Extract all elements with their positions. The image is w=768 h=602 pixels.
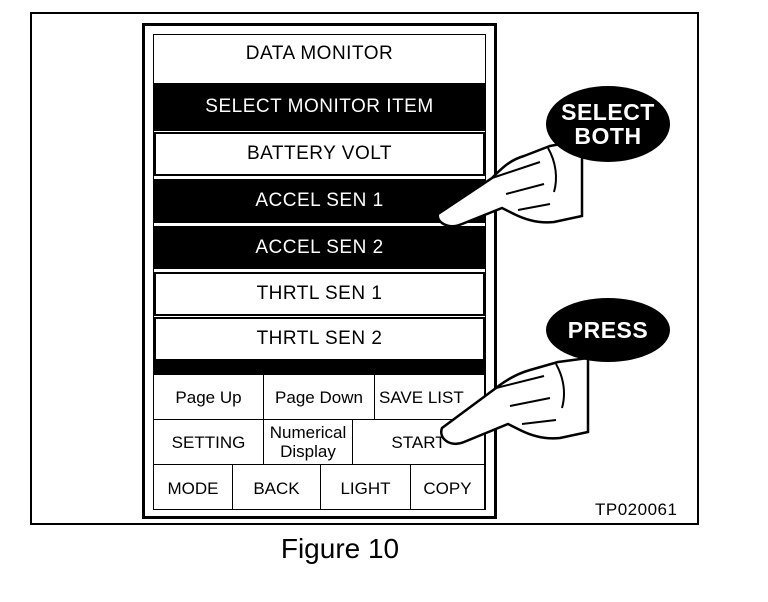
select-callout-line2: BOTH <box>574 123 642 149</box>
select-monitor-item-header: SELECT MONITOR ITEM <box>154 83 485 131</box>
monitor-item-accel-sen-1[interactable]: ACCEL SEN 1 <box>154 179 485 223</box>
monitor-item-accel-sen-2[interactable]: ACCEL SEN 2 <box>154 225 485 269</box>
back-button[interactable]: BACK <box>233 465 321 509</box>
screen-title: DATA MONITOR <box>245 43 394 64</box>
select-both-callout: SELECT BOTH <box>546 86 670 162</box>
figure-frame <box>30 12 699 525</box>
copy-button[interactable]: COPY <box>411 465 485 509</box>
select-callout-line1: SELECT <box>561 99 655 125</box>
numerical-display-label-1: Numerical <box>269 423 347 442</box>
light-button[interactable]: LIGHT <box>321 465 411 509</box>
setting-button[interactable]: SETTING <box>154 420 264 465</box>
screen-inner: DATA MONITOR SELECT MONITOR ITEM BATTERY… <box>153 34 486 510</box>
monitor-item-battery-volt[interactable]: BATTERY VOLT <box>154 132 485 176</box>
pointing-hand-icon <box>436 138 584 228</box>
monitor-item-thrtl-sen-2[interactable]: THRTL SEN 2 <box>154 317 485 361</box>
page-up-button[interactable]: Page Up <box>154 375 264 420</box>
mode-button[interactable]: MODE <box>154 465 233 509</box>
button-grid: Page Up Page Down SAVE LIST SETTING Nume… <box>154 373 485 509</box>
numerical-display-button[interactable]: Numerical Display <box>264 420 353 465</box>
consult-screen: DATA MONITOR SELECT MONITOR ITEM BATTERY… <box>142 23 497 519</box>
list-bottom-bar <box>154 361 485 373</box>
figure-code: TP020061 <box>595 500 678 519</box>
numerical-display-label-2: Display <box>280 442 336 461</box>
monitor-item-thrtl-sen-1[interactable]: THRTL SEN 1 <box>154 272 485 316</box>
pressing-hand-icon <box>439 356 590 445</box>
press-callout: PRESS <box>546 298 670 362</box>
figure-caption: Figure 10 <box>280 533 400 564</box>
page-down-button[interactable]: Page Down <box>264 375 375 420</box>
